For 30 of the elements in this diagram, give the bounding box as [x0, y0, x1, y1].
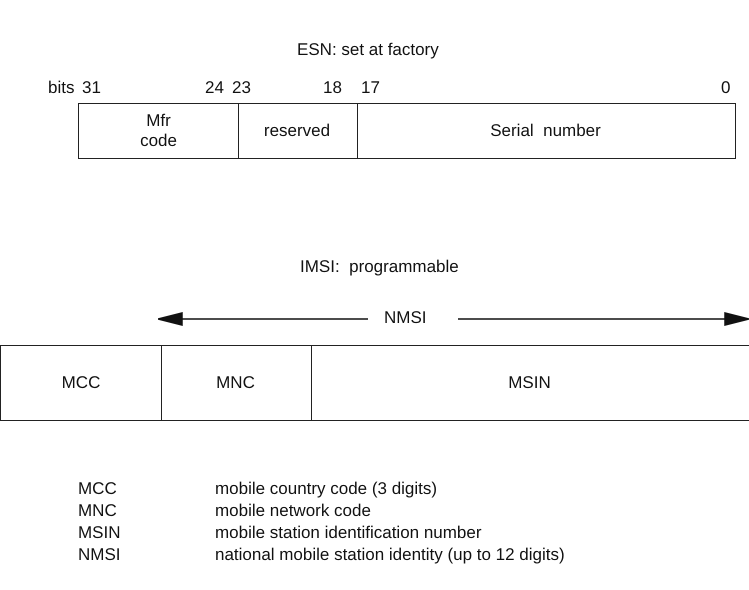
- abbreviation-text: MNC: [78, 502, 117, 519]
- definition-text: mobile network code: [215, 502, 371, 519]
- field-box: [310, 345, 749, 421]
- bit-number: 17: [361, 79, 380, 96]
- field-box: [237, 103, 358, 159]
- definition-text: mobile station identification number: [215, 524, 482, 541]
- field-label: reserved: [264, 120, 330, 142]
- field-label: MSIN: [508, 372, 551, 394]
- field-label: Serial number: [490, 120, 601, 142]
- bit-label: bits: [48, 79, 74, 96]
- field-box: [356, 103, 736, 159]
- field-box: [160, 345, 312, 421]
- field-box: [0, 345, 162, 421]
- field-label: MCC: [62, 372, 100, 394]
- abbreviation-text: MSIN: [78, 524, 120, 541]
- bit-number: 18: [323, 79, 342, 96]
- definition-text: national mobile station identity (up to 12 digits): [215, 546, 565, 563]
- heading: ESN: set at factory: [297, 41, 439, 58]
- bit-number: 0: [721, 79, 730, 96]
- bit-number: 31: [82, 79, 101, 96]
- abbreviation-text: NMSI: [78, 546, 120, 563]
- field-box: [78, 103, 239, 159]
- field-label: MNC: [216, 372, 255, 394]
- field-label: Mfr code: [139, 110, 178, 152]
- bit-number: 24: [205, 79, 224, 96]
- span-label: NMSI: [384, 309, 426, 326]
- bit-number: 23: [232, 79, 251, 96]
- heading: IMSI: programmable: [300, 258, 459, 275]
- definition-text: mobile country code (3 digits): [215, 480, 438, 497]
- abbreviation-text: MCC: [78, 480, 117, 497]
